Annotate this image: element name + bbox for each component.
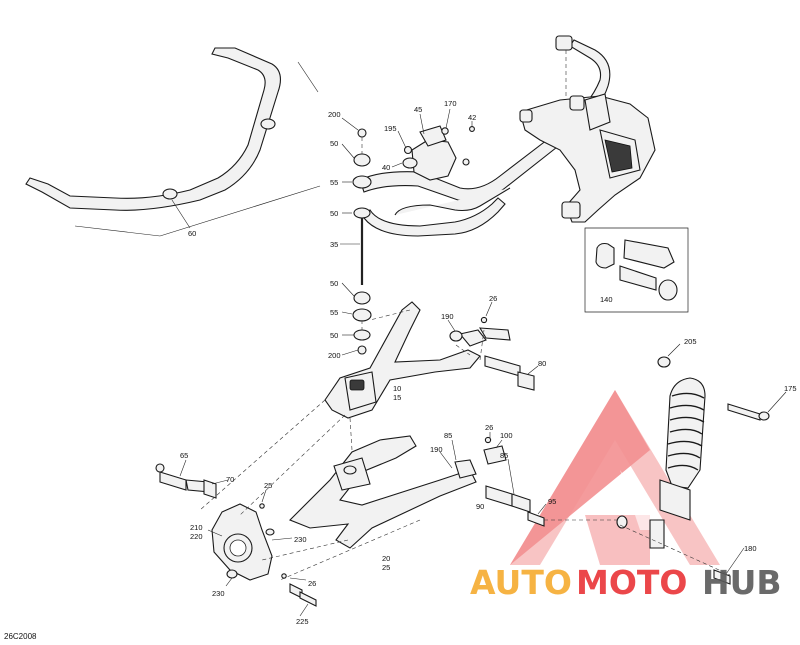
callout-95: 95: [548, 497, 556, 506]
callout-175: 175: [784, 384, 797, 393]
callout-26: 26: [489, 294, 497, 303]
callout-70: 70: [226, 475, 234, 484]
callout-45: 45: [414, 105, 422, 114]
callout-65: 65: [180, 451, 188, 460]
callout-labels: 200 50 55 50 35 50 55 50 200 195 45 170 …: [180, 99, 797, 626]
watermark-word-hub: HUB: [702, 563, 782, 602]
callout-85: 85: [500, 451, 508, 460]
callout-200: 200: [328, 351, 341, 360]
callout-60: 60: [188, 229, 196, 238]
callout-26: 26: [485, 423, 493, 432]
callout-230: 230: [294, 535, 307, 544]
callout-25: 25: [382, 563, 390, 572]
assembly-lines: [199, 309, 731, 581]
callout-140: 140: [600, 295, 613, 304]
callout-50: 50: [330, 139, 338, 148]
leader-lines: [179, 108, 787, 617]
watermark-inner-block: [585, 515, 650, 565]
watermark-word-moto: MOTO: [576, 563, 687, 602]
callout-195: 195: [384, 124, 397, 133]
callout-40: 40: [382, 163, 390, 172]
callout-100: 100: [500, 431, 513, 440]
callout-90: 90: [476, 502, 484, 511]
bushing-inset-140: [584, 227, 689, 313]
callout-230: 230: [212, 589, 225, 598]
watermark-wordmark: AUTO MOTO HUB: [470, 563, 782, 602]
watermark-word-auto: AUTO: [470, 563, 572, 602]
callout-25: 25: [264, 481, 272, 490]
bracket-group: [402, 125, 475, 181]
callout-50: 50: [330, 209, 338, 218]
callout-35: 35: [330, 240, 338, 249]
callout-50: 50: [330, 331, 338, 340]
callout-10: 10: [393, 384, 401, 393]
sway-bar-assembly: [359, 35, 656, 237]
callout-26: 26: [308, 579, 316, 588]
callout-55: 55: [330, 178, 338, 187]
link-rod-stack: [352, 128, 372, 355]
stabilizer-bar-60: [25, 47, 321, 237]
callout-190: 190: [430, 445, 443, 454]
callout-85: 85: [444, 431, 452, 440]
callout-50: 50: [330, 279, 338, 288]
callout-80: 80: [538, 359, 546, 368]
callout-15: 15: [393, 393, 401, 402]
watermark-logo: [510, 390, 720, 565]
callout-55: 55: [330, 308, 338, 317]
callout-20: 20: [382, 554, 390, 563]
callout-205: 205: [684, 337, 697, 346]
watermark-triangle-outer: [510, 390, 720, 565]
shock-absorber: [616, 356, 770, 585]
knuckle-assembly: [155, 463, 317, 607]
watermark-triangle-left: [510, 390, 650, 565]
callout-225: 225: [296, 617, 309, 626]
callout-180: 180: [744, 544, 757, 553]
callout-170: 170: [444, 99, 457, 108]
callout-190: 190: [441, 312, 454, 321]
lower-control-arm: [289, 435, 545, 549]
upper-control-arm: [324, 301, 535, 419]
callout-200: 200: [328, 110, 341, 119]
diagram-code: 26C2008: [4, 632, 37, 641]
callout-210: 210: [190, 523, 203, 532]
callout-42: 42: [468, 113, 476, 122]
callout-220: 220: [190, 532, 203, 541]
